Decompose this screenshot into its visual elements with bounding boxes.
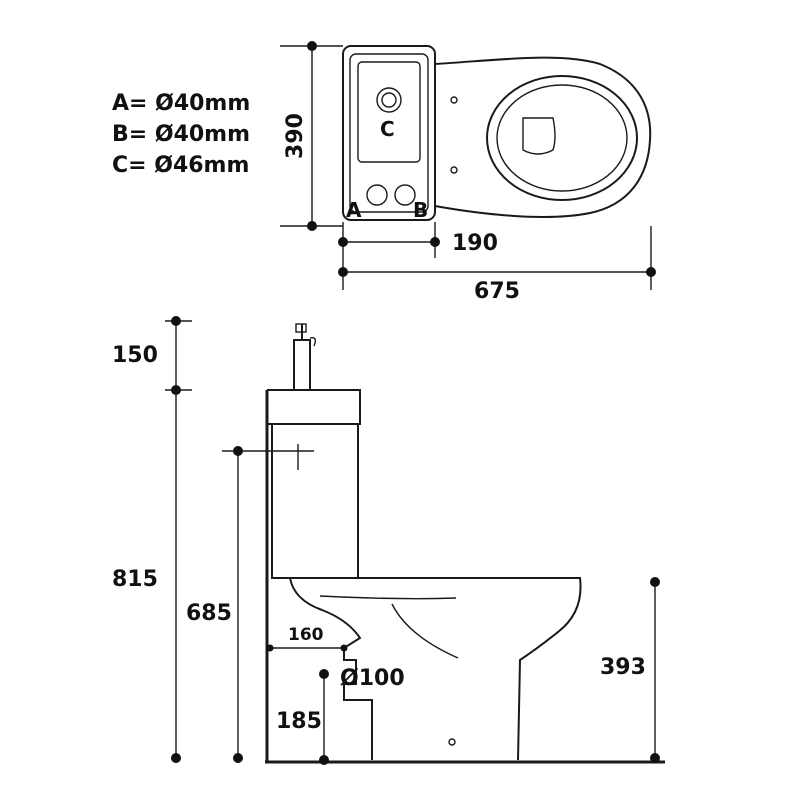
- bowl-inner: [496, 84, 628, 192]
- hole-spec-c: C= Ø46mm: [112, 153, 249, 178]
- dim-675-label: 675: [474, 279, 520, 304]
- dim-815-label: 815: [112, 567, 158, 592]
- dim-160-dot-left: [266, 644, 274, 652]
- dim-160-dot-right: [340, 644, 348, 652]
- dim-160-label: 160: [288, 625, 324, 645]
- pan-underside: [289, 577, 362, 649]
- dim-675-dot-right: [646, 267, 656, 277]
- seat-fixing-hole-2: [450, 166, 458, 174]
- dim-685-label: 685: [186, 601, 232, 626]
- dim-815-dot-bottom: [171, 753, 181, 763]
- dim-390-label: 390: [283, 113, 308, 159]
- dim-390-dot-bottom: [307, 221, 317, 231]
- tank-top-outline: [342, 45, 436, 221]
- dim-190-label: 190: [452, 231, 498, 256]
- hole-letter-c: C: [380, 117, 395, 141]
- dim-190-dot-right: [430, 237, 440, 247]
- dim-675-dot-left: [338, 267, 348, 277]
- dim-185-dot-bottom: [319, 755, 329, 765]
- dim-685-dot-bottom: [233, 753, 243, 763]
- seat-fixing-hole-1: [450, 96, 458, 104]
- dim-390-dot-top: [307, 41, 317, 51]
- dim-150-dot-top: [171, 316, 181, 326]
- dim-outlet-diameter-label: Ø100: [340, 666, 405, 691]
- pan-profile: [290, 577, 582, 761]
- cistern-body: [271, 423, 359, 579]
- hole-b: [394, 184, 416, 206]
- tank-top-inner: [349, 53, 429, 213]
- dim-393-dot-top: [650, 577, 660, 587]
- bowl-rim: [486, 75, 638, 201]
- dim-685-dot-top: [233, 446, 243, 456]
- tap-body: [293, 339, 311, 391]
- dim-185-dot-top: [319, 669, 329, 679]
- outlet-spigot: [343, 648, 373, 760]
- seat-line: [319, 595, 457, 600]
- hole-spec-legend: A= Ø40mm B= Ø40mm C= Ø46mm: [112, 91, 250, 178]
- dim-150-label: 150: [112, 343, 158, 368]
- bowl-outlet-shape: [522, 117, 556, 155]
- basin-top-recess: [357, 61, 421, 163]
- top-view: C A B 390 190 675: [280, 41, 656, 304]
- hole-spec-a: A= Ø40mm: [112, 91, 250, 116]
- basin-top: [267, 389, 361, 425]
- pan-top-outline: [434, 56, 652, 218]
- hole-c-outer: [376, 87, 402, 113]
- hole-c-inner: [381, 92, 397, 108]
- dim-185-label: 185: [276, 709, 322, 734]
- hole-letter-b: B: [413, 198, 428, 222]
- tap-head: [295, 323, 307, 333]
- dim-190-dot-left: [338, 237, 348, 247]
- tap-lever: [309, 336, 317, 347]
- dim-393-dot-bottom: [650, 753, 660, 763]
- bowl-curve: [391, 603, 459, 659]
- hole-a: [366, 184, 388, 206]
- dim-393-label: 393: [600, 655, 646, 680]
- side-view: 150 815 685 160 Ø100 185 393: [112, 316, 665, 765]
- hole-letter-a: A: [346, 198, 362, 222]
- hole-spec-b: B= Ø40mm: [112, 122, 250, 147]
- fixing-hole-side: [448, 738, 456, 746]
